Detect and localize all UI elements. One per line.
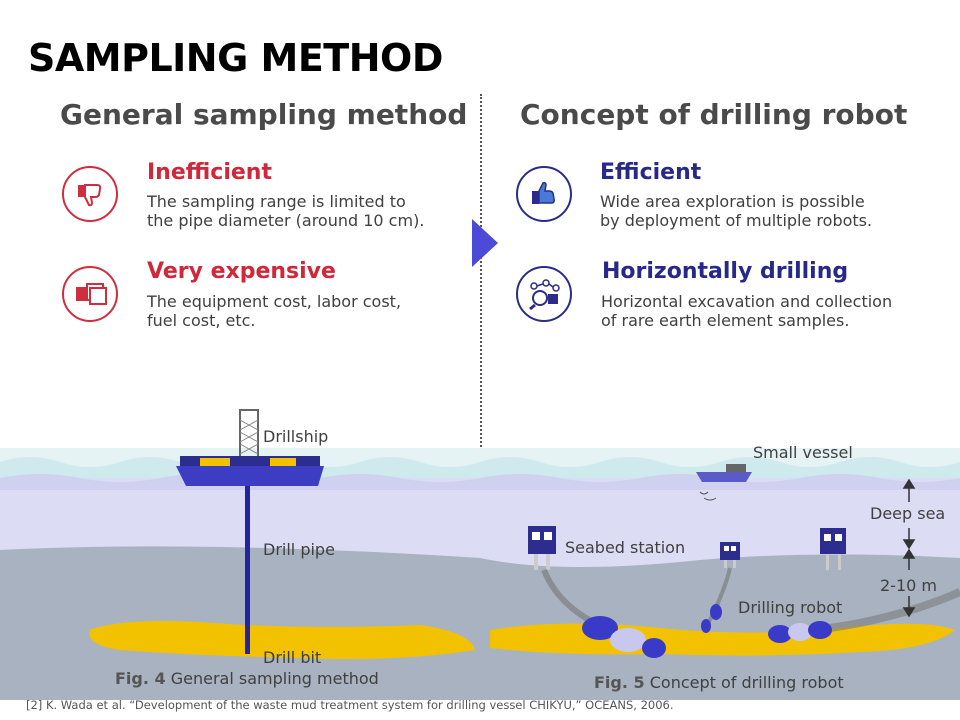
- figure-5-text: Concept of drilling robot: [649, 673, 844, 692]
- drillship-label: Drillship: [263, 427, 329, 446]
- description-line: The sampling range is limited to: [147, 192, 406, 211]
- figure-4-number: Fig. 4: [115, 669, 166, 688]
- seabed-station-icon: [528, 526, 556, 570]
- seabed-station-icon: [720, 542, 740, 568]
- efficient-heading: Efficient: [600, 160, 702, 185]
- drillship-icon: [176, 409, 324, 486]
- thumbs-down-icon: [62, 166, 118, 222]
- reference-citation: [2] K. Wada et al. “Development of the w…: [26, 698, 674, 712]
- drilling-robot-icon: [768, 621, 832, 643]
- description-line: The equipment cost, labor cost,: [147, 292, 402, 311]
- drilling-robot-icon: [701, 604, 722, 633]
- inefficient-description: The sampling range is limited to the pip…: [147, 192, 424, 230]
- right-column-title: Concept of drilling robot: [520, 98, 908, 131]
- thumbs-up-icon: [516, 166, 572, 222]
- seabed-area: [0, 546, 960, 700]
- depth-arrows: [902, 478, 916, 618]
- horizontally-drilling-heading: Horizontally drilling: [602, 259, 849, 284]
- inefficient-heading: Inefficient: [147, 160, 272, 185]
- ore-layer-left: [89, 621, 475, 659]
- small-vessel-icon: [696, 464, 752, 501]
- page-title: SAMPLING METHOD: [28, 36, 443, 80]
- figure-4-caption: Fig. 4 General sampling method: [115, 669, 379, 688]
- very-expensive-heading: Very expensive: [147, 259, 336, 284]
- column-divider: [480, 94, 482, 694]
- drill-pipe: [245, 486, 250, 654]
- drill-bit-label: Drill bit: [263, 648, 322, 667]
- description-line: Horizontal excavation and collection: [601, 292, 893, 311]
- search-network-icon: [516, 266, 572, 322]
- efficient-description: Wide area exploration is possible by dep…: [600, 192, 872, 230]
- drilling-robot-icon: [582, 616, 666, 658]
- horizontally-drilling-description: Horizontal excavation and collection of …: [601, 292, 892, 330]
- deep-sea-label: Deep sea: [870, 504, 946, 523]
- money-icon: [62, 266, 118, 322]
- figure-5-caption: Fig. 5 Concept of drilling robot: [594, 673, 844, 692]
- seabed-station-icon: [820, 528, 846, 570]
- seabed-station-label: Seabed station: [565, 538, 686, 557]
- small-vessel-label: Small vessel: [753, 443, 853, 462]
- figure-5-number: Fig. 5: [594, 673, 645, 692]
- description-line: the pipe diameter (around 10 cm).: [147, 211, 425, 230]
- drilling-robot-label: Drilling robot: [738, 598, 843, 617]
- description-line: fuel cost, etc.: [147, 311, 256, 330]
- description-line: Wide area exploration is possible: [600, 192, 865, 211]
- figure-4-text: General sampling method: [170, 669, 379, 688]
- description-line: by deployment of multiple robots.: [600, 211, 873, 230]
- sampling-scene-illustration: [0, 409, 960, 700]
- drill-pipe-label: Drill pipe: [263, 540, 335, 559]
- left-column-title: General sampling method: [60, 98, 468, 131]
- depth-label: 2-10 m: [880, 576, 937, 595]
- description-line: of rare earth element samples.: [601, 311, 850, 330]
- very-expensive-description: The equipment cost, labor cost, fuel cos…: [147, 292, 401, 330]
- transition-arrow-icon: [472, 219, 498, 267]
